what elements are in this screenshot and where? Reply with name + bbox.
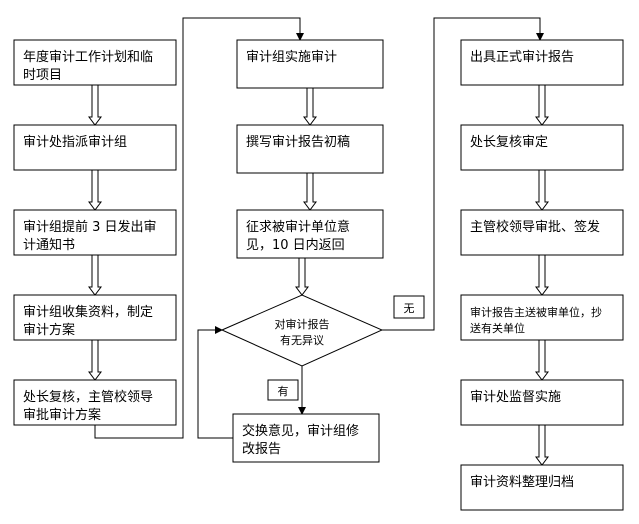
col2-arrow-2 <box>303 172 317 211</box>
col1-arrow-1 <box>88 84 102 126</box>
yes-label-text: 有 <box>278 384 289 398</box>
col1-step-1-line: 时项目 <box>23 68 62 83</box>
no-label: 无 <box>393 295 425 319</box>
col1-step-3-frame <box>13 209 177 256</box>
exchange-box-line: 改报告 <box>242 442 281 457</box>
no-branch-connector <box>382 17 544 331</box>
col3-arrow-1 <box>535 84 549 126</box>
col1-step-5-line: 处长复核，主管校领导 <box>23 389 153 405</box>
col3-step-4-line: 审计报告主送被审单位，抄 <box>470 305 602 319</box>
col3-step-5-line: 审计处监督实施 <box>470 390 561 405</box>
col3-step-5: 审计处监督实施 <box>460 379 624 426</box>
col1-step-3-line: 计通知书 <box>23 237 75 253</box>
col2-arrow-1 <box>303 87 317 126</box>
col2-step-2: 撰写审计报告初稿 <box>236 124 384 174</box>
col2-to-decision-arrow <box>295 257 309 296</box>
exchange-box-line: 交换意见，审计组修 <box>242 423 359 439</box>
col3-step-2-frame <box>460 124 624 171</box>
exchange-box-frame <box>232 413 380 463</box>
col1-step-4-line: 审计方案 <box>23 322 75 338</box>
col3-step-2-line: 处长复核审定 <box>470 135 548 150</box>
col3-step-1: 出具正式审计报告 <box>460 39 624 86</box>
col3-arrow-2 <box>535 169 549 211</box>
decision-line: 对审计报告 <box>275 317 330 331</box>
col2-step-1-line: 审计组实施审计 <box>246 50 337 65</box>
col3-step-1-line: 出具正式审计报告 <box>470 50 574 65</box>
col1-step-2-line: 审计处指派审计组 <box>23 135 127 150</box>
col2-step-3-line: 征求被审计单位意 <box>246 219 350 235</box>
col3-step-2: 处长复核审定 <box>460 124 624 171</box>
col1-step-1-line: 年度审计工作计划和临 <box>23 49 153 65</box>
yes-label-frame <box>267 379 299 401</box>
col3-step-3-line: 主管校领导审批、签发 <box>470 219 600 235</box>
col3-step-4-frame <box>460 294 624 341</box>
col1-step-4-line: 审计组收集资料，制定 <box>23 304 153 320</box>
col2-step-1-frame <box>236 39 384 89</box>
no-label-text: 无 <box>404 302 415 315</box>
col3-step-5-frame <box>460 379 624 426</box>
yes-label: 有 <box>267 379 299 401</box>
col1-arrow-2 <box>88 169 102 211</box>
col1-arrow-3 <box>88 254 102 296</box>
col1-step-2-frame <box>13 124 177 171</box>
col1-to-col2-connector <box>94 17 304 439</box>
col3-step-6-frame <box>460 464 624 511</box>
col1-step-3-line: 审计组提前 3 日发出审 <box>23 219 157 235</box>
col3-arrow-3 <box>535 254 549 296</box>
col1-step-5-frame <box>13 379 177 426</box>
col1-step-2: 审计处指派审计组 <box>13 124 177 171</box>
col3-step-3-frame <box>460 209 624 256</box>
decision-line: 有无异议 <box>280 333 324 347</box>
col3-step-1-frame <box>460 39 624 86</box>
col3-step-4-line: 送有关单位 <box>470 321 525 335</box>
col3-arrow-4 <box>535 339 549 381</box>
col1-arrow-4 <box>88 339 102 381</box>
col1-step-4-frame <box>13 294 177 341</box>
decision-frame <box>220 294 384 367</box>
no-label-frame <box>393 295 425 319</box>
col2-step-3-frame <box>236 209 384 259</box>
connectors <box>88 17 549 466</box>
col2-step-1: 审计组实施审计 <box>236 39 384 89</box>
col1-step-5-line: 审批审计方案 <box>23 407 101 423</box>
col3-step-6: 审计资料整理归档 <box>460 464 624 511</box>
col2-step-2-line: 撰写审计报告初稿 <box>246 134 350 150</box>
col2-step-2-frame <box>236 124 384 174</box>
col3-arrow-5 <box>535 424 549 466</box>
col3-step-6-line: 审计资料整理归档 <box>470 475 574 490</box>
col1-step-1-frame <box>13 39 177 86</box>
col2-step-3-line: 见，10 日内返回 <box>246 237 345 253</box>
loop-back-connector <box>197 326 233 439</box>
col3-step-3: 主管校领导审批、签发 <box>460 209 624 256</box>
